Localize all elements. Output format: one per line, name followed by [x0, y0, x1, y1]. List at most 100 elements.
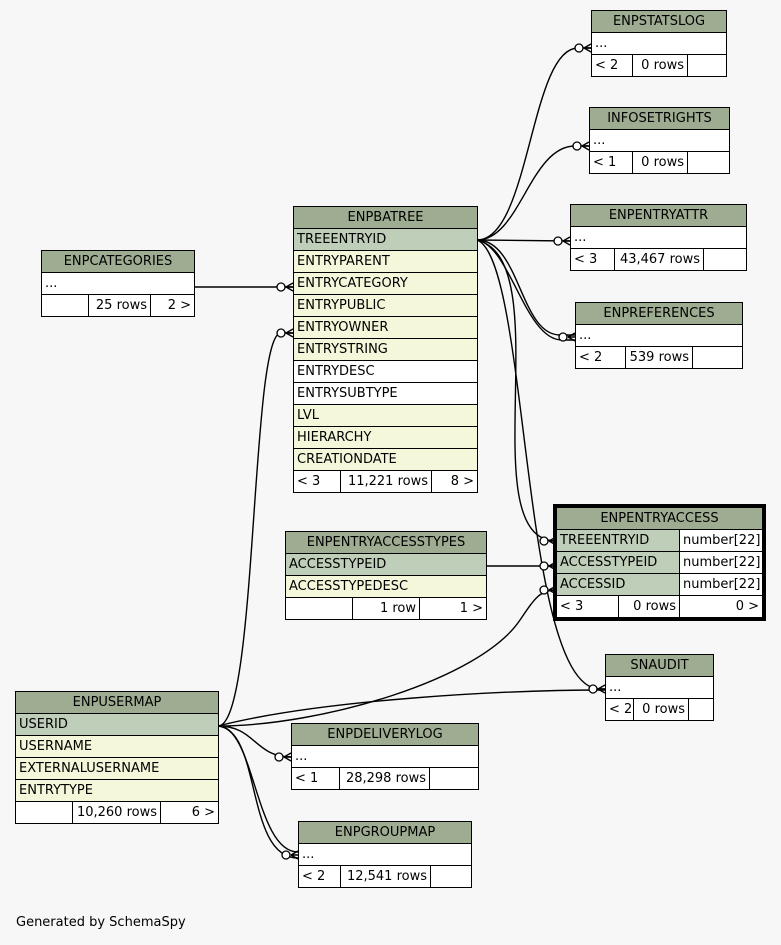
- row-count: 0 rows: [618, 595, 680, 618]
- column-accessid[interactable]: ACCESSID: [556, 573, 680, 596]
- edge-enpbatree-enpreferences-1: [476, 239, 575, 336]
- table-name[interactable]: ENPSTATSLOG: [590, 10, 728, 33]
- column-entrycategory[interactable]: ENTRYCATEGORY: [292, 272, 479, 295]
- children-count: 0 >: [678, 595, 764, 618]
- column-ellipsis[interactable]: ...: [41, 272, 195, 295]
- children-count: [691, 346, 744, 369]
- column-ellipsis[interactable]: ...: [290, 745, 480, 768]
- connector-enpentryattr: [553, 236, 571, 246]
- table-name[interactable]: ENPDELIVERYLOG: [290, 723, 480, 746]
- table-name[interactable]: ENPENTRYATTR: [569, 204, 748, 227]
- parents-count: [15, 801, 73, 824]
- column-accesstypeid[interactable]: ACCESSTYPEID: [556, 551, 680, 574]
- column-accesstypeid[interactable]: ACCESSTYPEID: [285, 553, 487, 576]
- parents-count: < 2: [298, 865, 341, 888]
- column-datatype: number[22]: [678, 573, 764, 596]
- edge-enpbatree-enpstatslog: [476, 47, 591, 241]
- row-count: 25 rows: [88, 294, 151, 317]
- column-ellipsis[interactable]: ...: [569, 226, 748, 249]
- column-accesstypedesc[interactable]: ACCESSTYPEDESC: [285, 575, 487, 598]
- column-treeentryid[interactable]: TREEENTRYID: [292, 228, 479, 251]
- column-entryparent[interactable]: ENTRYPARENT: [292, 250, 479, 273]
- edge-enpusermap-enpgroupmap-2: [217, 725, 299, 859]
- row-count: 28,298 rows: [339, 767, 430, 790]
- column-entrytype[interactable]: ENTRYTYPE: [14, 779, 220, 802]
- column-entrypublic[interactable]: ENTRYPUBLIC: [292, 294, 479, 317]
- table-name[interactable]: INFOSETRIGHTS: [588, 107, 731, 130]
- row-count: 11,221 rows: [340, 470, 432, 493]
- connector-enpreferences: [558, 332, 576, 342]
- parents-count: < 3: [556, 595, 619, 618]
- column-entrydesc[interactable]: ENTRYDESC: [292, 360, 479, 383]
- table-name[interactable]: ENPREFERENCES: [574, 302, 744, 325]
- column-hierarchy[interactable]: HIERARCHY: [292, 426, 479, 449]
- table-name[interactable]: ENPENTRYACCESS: [555, 507, 764, 530]
- edge-enpbatree-infosetrights: [476, 145, 589, 241]
- connector-entryowner: [276, 328, 294, 338]
- column-ellipsis[interactable]: ...: [590, 32, 728, 55]
- row-count: 539 rows: [625, 346, 693, 369]
- column-ellipsis[interactable]: ...: [604, 676, 715, 699]
- column-lvl[interactable]: LVL: [292, 404, 479, 427]
- connector-enpentryaccess-accessid: [539, 585, 557, 595]
- parents-count: < 1: [291, 767, 340, 790]
- table-name[interactable]: ENPBATREE: [292, 206, 479, 229]
- table-name[interactable]: ENPCATEGORIES: [41, 250, 195, 273]
- column-externalusername[interactable]: EXTERNALUSERNAME: [14, 757, 220, 780]
- children-count: [702, 248, 748, 271]
- connector-enpdeliverylog: [274, 752, 292, 762]
- column-userid[interactable]: USERID: [14, 713, 220, 736]
- parents-count: < 2: [575, 346, 626, 369]
- table-name[interactable]: ENPENTRYACCESSTYPES: [285, 531, 487, 554]
- parents-count: < 3: [293, 470, 341, 493]
- column-ellipsis[interactable]: ...: [588, 129, 731, 152]
- column-username[interactable]: USERNAME: [14, 735, 220, 758]
- table-name[interactable]: ENPGROUPMAP: [297, 821, 473, 844]
- column-datatype: number[22]: [678, 529, 764, 552]
- column-creationdate[interactable]: CREATIONDATE: [292, 448, 479, 471]
- children-count: 2 >: [150, 294, 195, 317]
- column-entrystring[interactable]: ENTRYSTRING: [292, 338, 479, 361]
- column-ellipsis[interactable]: ...: [574, 324, 744, 347]
- column-entrysubtype[interactable]: ENTRYSUBTYPE: [292, 382, 479, 405]
- row-count: 43,467 rows: [614, 248, 704, 271]
- edge-enpusermap-entryowner: [217, 332, 293, 727]
- row-count: 0 rows: [632, 54, 688, 77]
- connector-enpgroupmap: [281, 850, 299, 860]
- connector-enpstatslog: [574, 43, 592, 53]
- row-count: 0 rows: [632, 151, 688, 174]
- edge-enpusermap-snaudit: [217, 689, 606, 727]
- column-entryowner[interactable]: ENTRYOWNER: [292, 316, 479, 339]
- edge-enpbatree-enpreferences-2: [476, 239, 575, 341]
- generated-by-footer: Generated by SchemaSpy: [16, 915, 186, 930]
- connector-enpentryaccess-treeentryid: [539, 536, 557, 546]
- column-ellipsis[interactable]: ...: [297, 843, 473, 866]
- children-count: [428, 767, 480, 790]
- connector-entrycategory: [276, 282, 294, 292]
- children-count: [687, 698, 715, 721]
- table-name[interactable]: ENPUSERMAP: [14, 691, 220, 714]
- column-treeentryid[interactable]: TREEENTRYID: [556, 529, 680, 552]
- parents-count: [285, 597, 353, 620]
- parents-count: [41, 294, 89, 317]
- table-name[interactable]: SNAUDIT: [604, 654, 715, 677]
- children-count: [429, 865, 473, 888]
- edge-enpbatree-snaudit: [476, 239, 605, 690]
- connector-snaudit: [588, 684, 606, 694]
- children-count: 1 >: [419, 597, 487, 620]
- parents-count: < 2: [591, 54, 633, 77]
- row-count: 0 rows: [633, 698, 689, 721]
